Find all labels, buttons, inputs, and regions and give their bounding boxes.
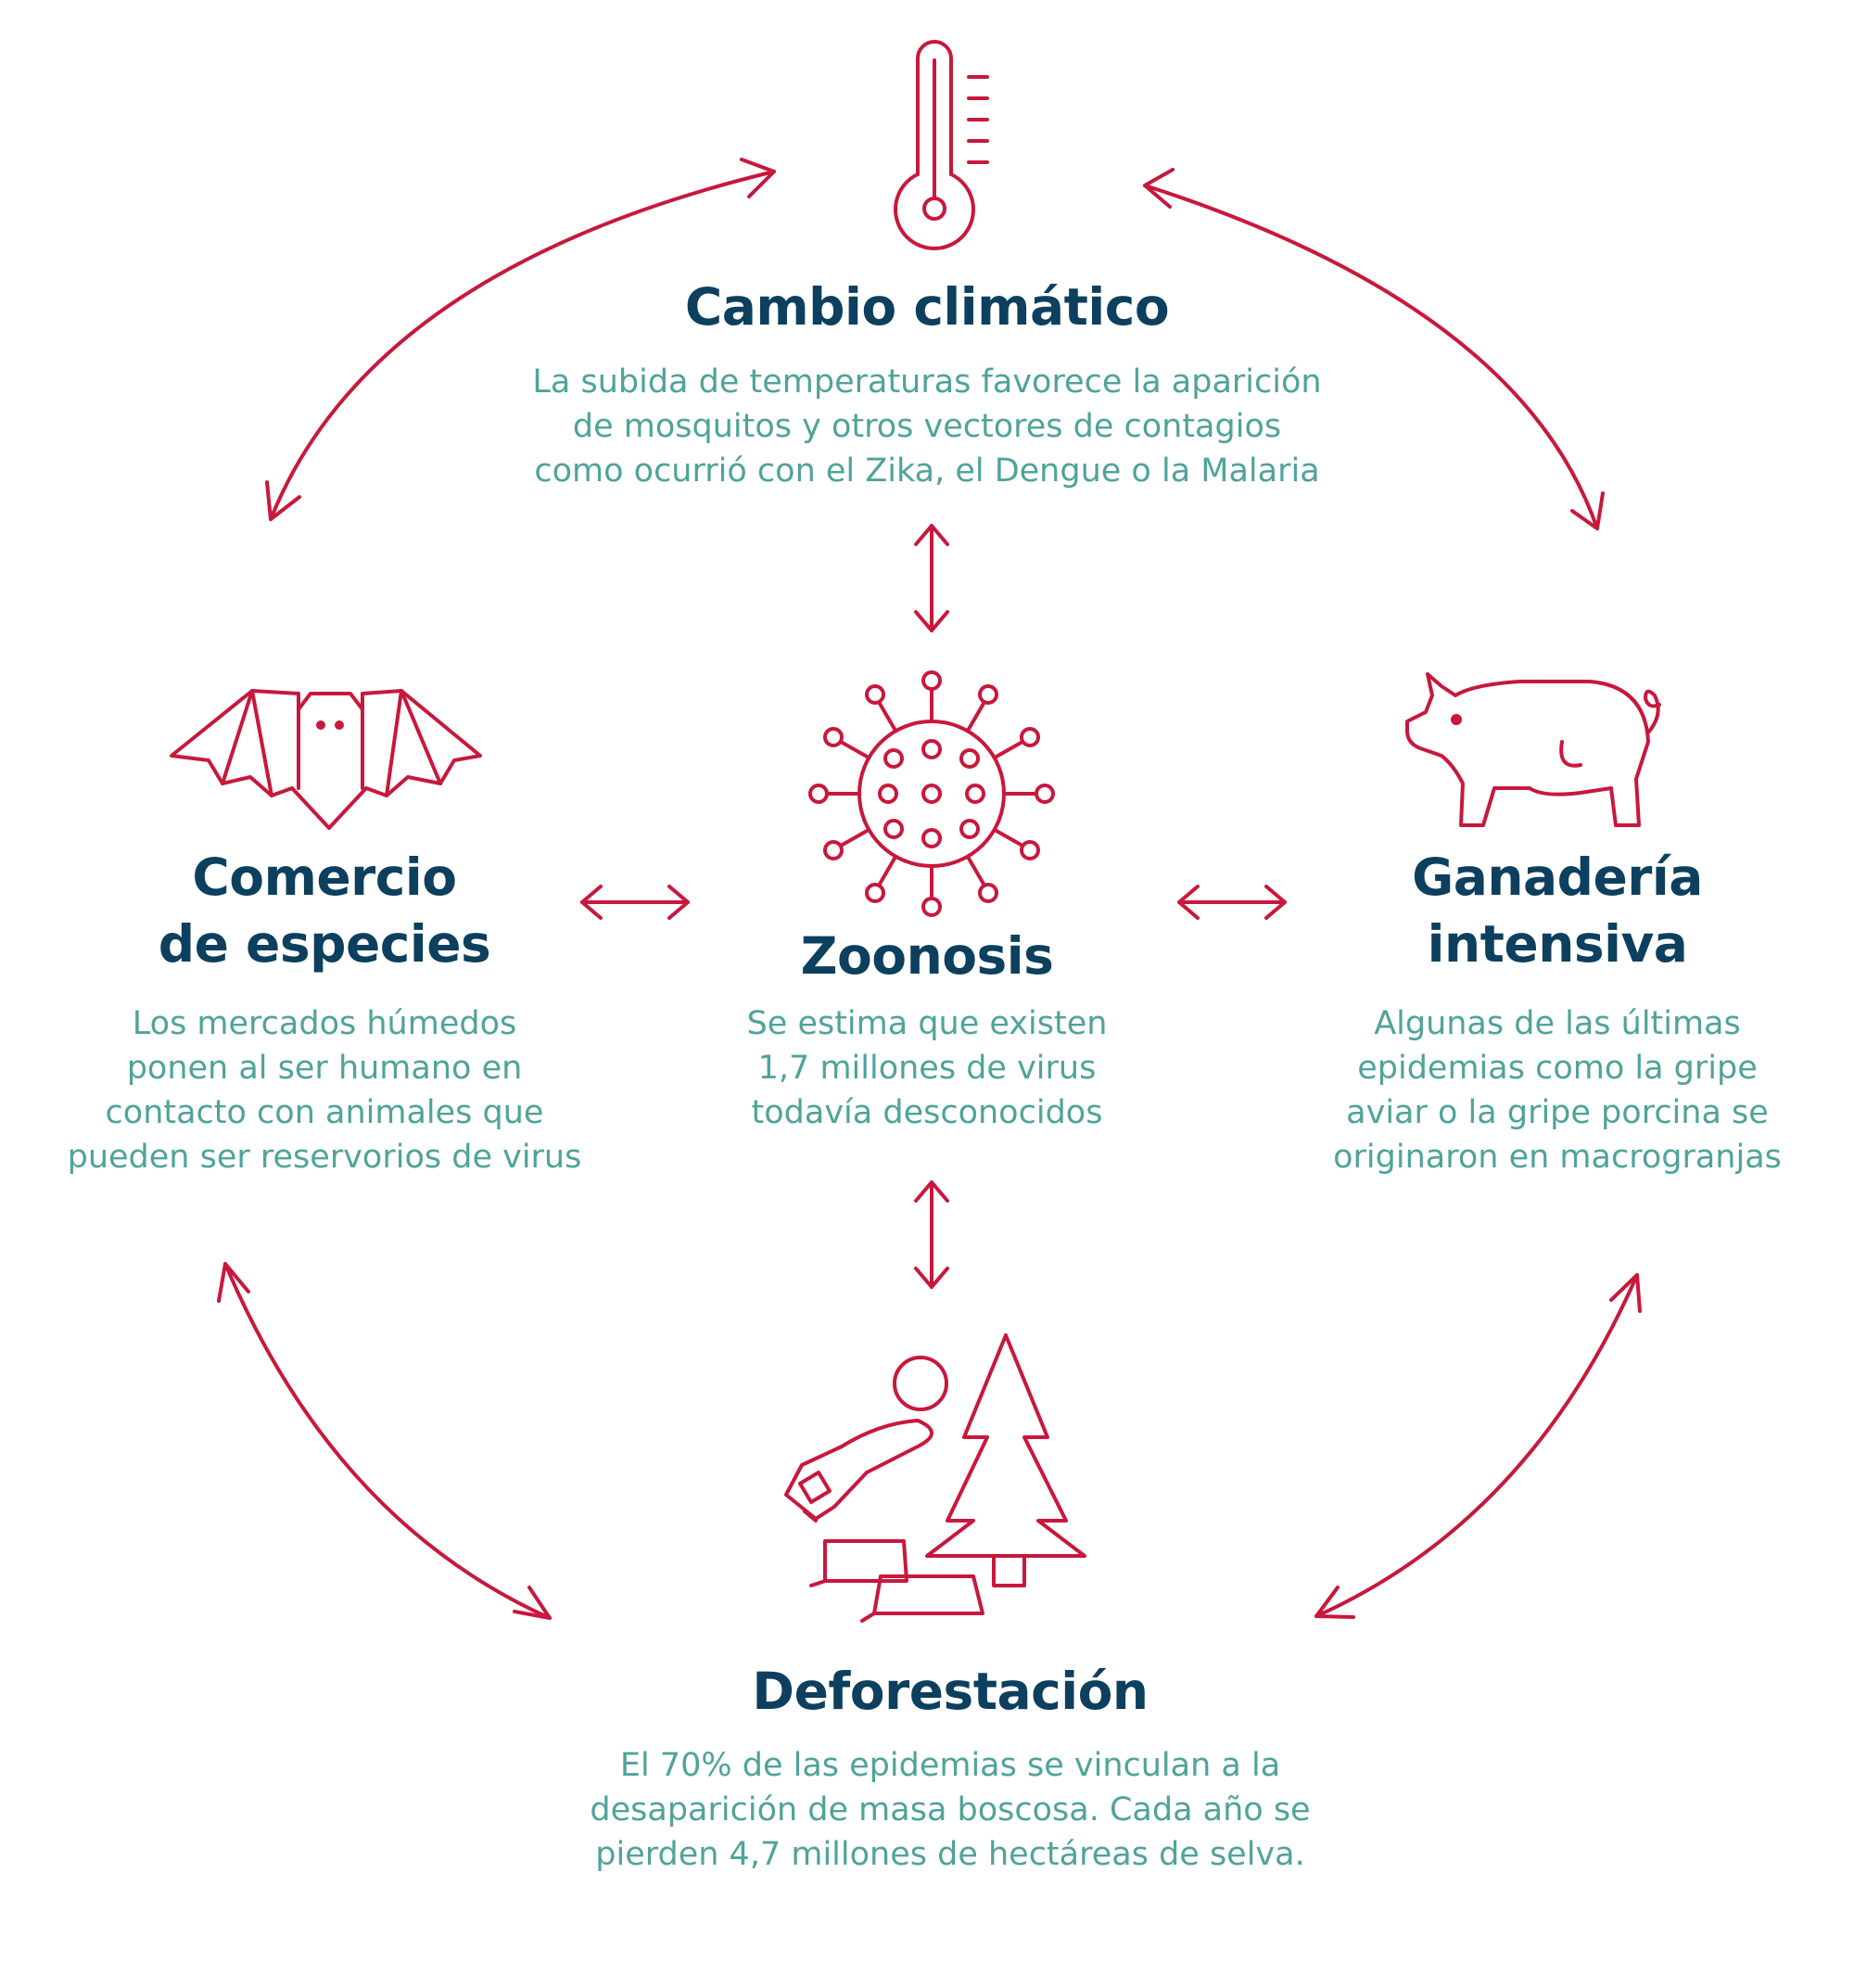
node-title-ganaderia-intensiva: Ganadería intensiva — [1412, 847, 1703, 974]
node-description-deforestacion: El 70% de las epidemias se vinculan a la… — [590, 1747, 1311, 1873]
arrow-ganaderia-deforestacion — [1314, 1273, 1642, 1619]
pig-icon — [1405, 672, 1661, 827]
arrow-cambio-ganaderia — [1143, 168, 1605, 530]
node-description-zoonosis: Se estima que existen 1,7 millones de vi… — [746, 1005, 1108, 1131]
node-title-zoonosis: Zoonosis — [800, 926, 1054, 986]
arrow-cambio-zoonosis — [914, 524, 949, 632]
node-description-comercio-especies: Los mercados húmedos ponen al ser humano… — [67, 1005, 582, 1176]
arrow-zoonosis-deforestacion — [914, 1180, 949, 1289]
virus-icon — [808, 670, 1055, 917]
node-title-deforestacion: Deforestación — [752, 1662, 1149, 1721]
deforestation-icon — [784, 1333, 1086, 1623]
bat-icon — [170, 689, 482, 830]
arrow-zoonosis-ganaderia — [1177, 885, 1287, 920]
arrow-comercio-deforestacion — [217, 1262, 552, 1620]
arrow-cambio-comercio — [265, 158, 776, 521]
thermometer-icon — [894, 40, 989, 250]
node-description-ganaderia-intensiva: Algunas de las últimas epidemias como la… — [1333, 1005, 1782, 1176]
node-title-comercio-especies: Comercio de especies — [158, 847, 491, 974]
node-title-cambio-climatico: Cambio climático — [684, 277, 1170, 337]
arrow-comercio-zoonosis — [580, 885, 690, 920]
node-description-cambio-climatico: La subida de temperaturas favorece la ap… — [532, 363, 1322, 490]
